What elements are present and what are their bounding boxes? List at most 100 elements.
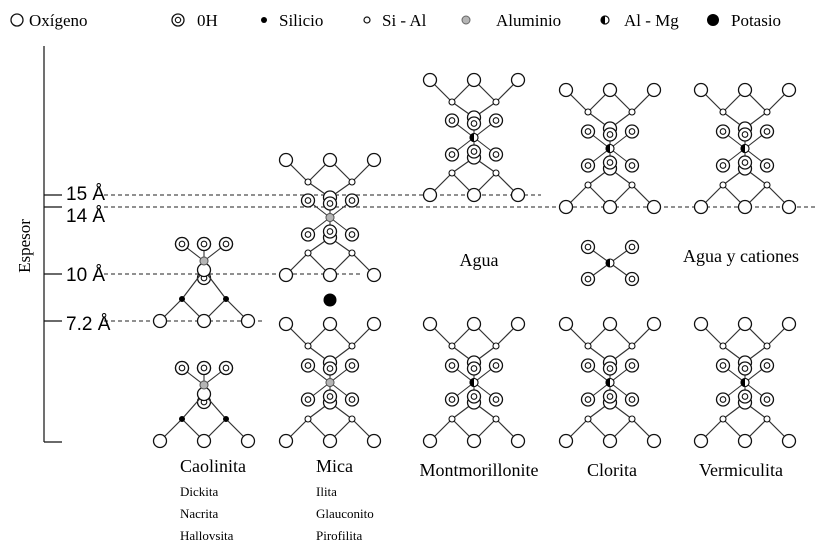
oxygen-atom bbox=[693, 433, 709, 449]
oxygen-atom bbox=[278, 152, 294, 168]
oxygen-atom bbox=[422, 72, 438, 88]
legend-label-hydroxyl: 0H bbox=[197, 11, 218, 30]
oxygen-symbol bbox=[10, 13, 24, 27]
oxygen-atom bbox=[602, 199, 618, 215]
hydroxyl-atom-inner bbox=[606, 393, 614, 400]
tick-label-14: 14 Å bbox=[66, 206, 105, 227]
hydroxyl-atom-inner bbox=[628, 275, 636, 283]
hydroxyl-atom-inner bbox=[741, 131, 749, 138]
chlorite-structure bbox=[558, 82, 662, 449]
al-mg-atom-half bbox=[470, 133, 474, 142]
oxygen-atom bbox=[737, 82, 753, 98]
aluminum-atom bbox=[199, 256, 209, 266]
si-al-atom bbox=[628, 181, 636, 189]
hydroxyl-atom-inner bbox=[606, 131, 614, 138]
hydroxyl-atom-inner bbox=[348, 231, 356, 238]
oxygen-atom bbox=[278, 316, 294, 332]
hydroxyl-atom-inner bbox=[763, 128, 771, 135]
hydroxyl-atom-inner bbox=[628, 243, 636, 251]
legend-item-hydroxyl: 0H bbox=[171, 11, 218, 30]
hydroxyl-atom-inner bbox=[222, 364, 230, 372]
al-mg-atom-half bbox=[606, 259, 610, 267]
legend-item-al-mg: Al - Mg bbox=[600, 11, 679, 30]
hydroxyl-atom-inner bbox=[304, 231, 312, 238]
hydroxyl-atom-inner bbox=[628, 396, 636, 403]
hydroxyl-atom-inner bbox=[448, 362, 456, 369]
silicon-atom bbox=[223, 416, 229, 422]
oxygen-atom bbox=[196, 313, 212, 329]
aluminum-atom bbox=[199, 380, 209, 390]
oxygen-atom bbox=[322, 152, 338, 168]
oxygen-atom bbox=[510, 316, 526, 332]
oxygen-atom bbox=[558, 433, 574, 449]
si-al-atom bbox=[448, 415, 456, 423]
legend-label-silicon: Silicio bbox=[279, 11, 323, 30]
si-al-atom bbox=[304, 249, 312, 257]
si-al-atom bbox=[492, 98, 500, 106]
hydroxyl-atom-inner bbox=[492, 151, 500, 158]
hydroxyl-atom-inner bbox=[470, 148, 478, 155]
oxygen-atom bbox=[510, 72, 526, 88]
si-al-symbol bbox=[363, 16, 371, 24]
hydroxyl-atom-inner bbox=[200, 240, 208, 248]
hydroxyl-atom-inner bbox=[763, 396, 771, 403]
oxygen-atom bbox=[466, 316, 482, 332]
oxygen-atom bbox=[196, 433, 212, 449]
oxygen-atom bbox=[737, 433, 753, 449]
hydroxyl-atom-inner bbox=[326, 365, 334, 372]
oxygen-atom bbox=[240, 433, 256, 449]
si-al-atom bbox=[348, 249, 356, 257]
aluminum-atom bbox=[325, 378, 335, 387]
al-mg-atom-half bbox=[470, 378, 474, 387]
oxygen-atom bbox=[602, 316, 618, 332]
oxygen-atom bbox=[781, 199, 797, 215]
hydroxyl-atom-inner bbox=[606, 159, 614, 166]
si-al-atom bbox=[628, 342, 636, 350]
si-al-atom bbox=[584, 415, 592, 423]
si-al-atom bbox=[628, 108, 636, 116]
mineral-subtype-nacrita: Nacrita bbox=[180, 506, 218, 521]
hydroxyl-atom-inner bbox=[448, 396, 456, 403]
oxygen-atom bbox=[152, 433, 168, 449]
si-al-atom bbox=[719, 108, 727, 116]
oxygen-atom bbox=[366, 316, 382, 332]
hydroxyl-atom-inner bbox=[348, 396, 356, 403]
tick-label-15: 15 Å bbox=[66, 184, 105, 205]
hydroxyl-atom-inner bbox=[628, 128, 636, 135]
oxygen-atom bbox=[422, 433, 438, 449]
oxygen-atom bbox=[646, 433, 662, 449]
hydroxyl-atom-inner bbox=[178, 240, 186, 248]
legend-item-aluminum: Aluminio bbox=[461, 11, 561, 30]
si-al-atom bbox=[492, 342, 500, 350]
hydroxyl-atom-inner bbox=[470, 365, 478, 372]
oxygen-atom bbox=[510, 187, 526, 203]
si-al-atom bbox=[448, 342, 456, 350]
hydroxyl-atom-inner bbox=[200, 364, 208, 372]
mineral-name-vermiculita: Vermiculita bbox=[699, 460, 783, 480]
mineral-subtype-pirofilita: Pirofilita bbox=[316, 528, 362, 543]
oxygen-atom bbox=[693, 82, 709, 98]
oxygen-atom bbox=[322, 267, 338, 283]
oxygen-atom bbox=[646, 82, 662, 98]
si-al-atom bbox=[304, 415, 312, 423]
si-al-atom bbox=[584, 108, 592, 116]
hydroxyl-atom-inner bbox=[763, 162, 771, 169]
interlayer-label-agua: Agua bbox=[460, 250, 499, 270]
si-al-atom bbox=[448, 169, 456, 177]
legend-label-al-mg: Al - Mg bbox=[624, 11, 679, 30]
mineral-name-montmorillonite: Montmorillonite bbox=[420, 460, 539, 480]
oxygen-atom bbox=[646, 199, 662, 215]
montmorillonite-structure bbox=[422, 72, 526, 449]
oxygen-atom bbox=[693, 316, 709, 332]
legend-label-oxygen: Oxígeno bbox=[29, 11, 88, 30]
silicon-atom bbox=[179, 416, 185, 422]
hydroxyl-atom-inner bbox=[448, 117, 456, 124]
hydroxyl-atom-inner bbox=[719, 362, 727, 369]
interlayer-label-agua-cationes: Agua y cationes bbox=[683, 246, 799, 266]
oxygen-atom bbox=[646, 316, 662, 332]
si-al-atom bbox=[448, 98, 456, 106]
hydroxyl-atom-inner bbox=[741, 393, 749, 400]
si-al-atom bbox=[304, 342, 312, 350]
si-al-atom bbox=[348, 178, 356, 186]
mineral-name-clorita: Clorita bbox=[587, 460, 637, 480]
